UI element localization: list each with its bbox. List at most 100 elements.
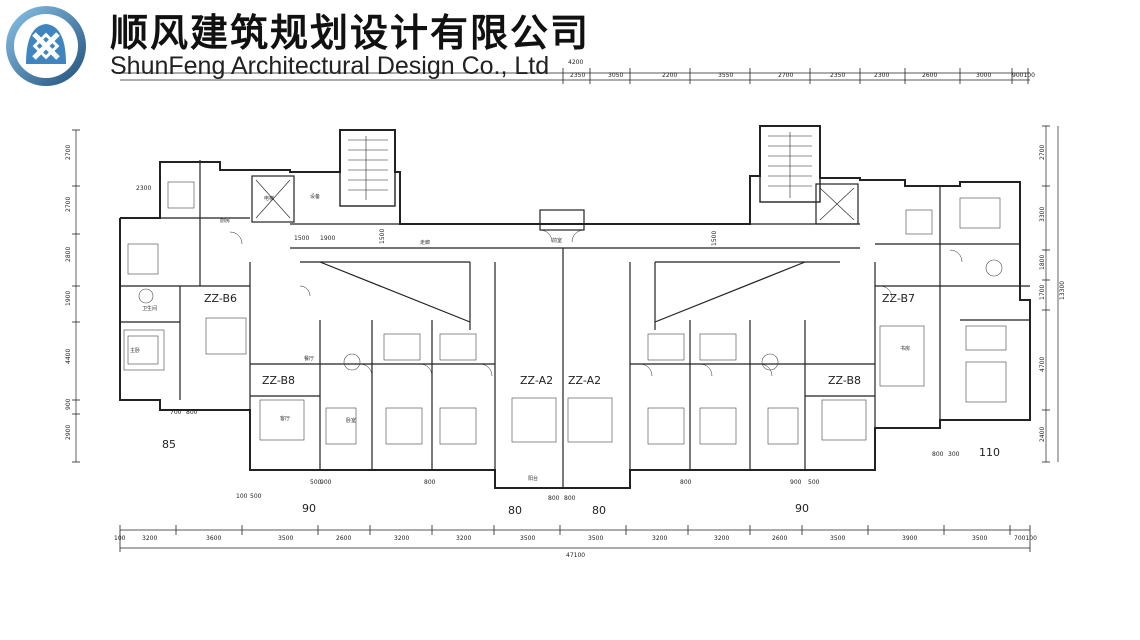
bottom-dim: 3500 xyxy=(830,535,845,542)
small-dim: 1900 xyxy=(320,235,335,242)
top-dim: 3000 xyxy=(976,72,991,79)
top-dim: 900100 xyxy=(1012,72,1035,79)
small-dim: 300 xyxy=(948,451,960,458)
left-dim: 2700 xyxy=(65,197,72,212)
bottom-dim: 2600 xyxy=(336,535,351,542)
company-logo xyxy=(6,6,86,86)
dimension-ticks xyxy=(72,68,1050,552)
room-label: 设备 xyxy=(310,193,320,200)
small-dim: 900 xyxy=(790,479,802,486)
small-dims: 2300 1500 1900 1500 1500 700 800 800 800… xyxy=(136,185,960,502)
small-dim: 500 xyxy=(808,479,820,486)
right-dims: 2700 3300 1800 1700 4700 2400 13300 xyxy=(1039,145,1066,442)
bottom-dim: 3500 xyxy=(588,535,603,542)
bottom-dim: 3200 xyxy=(714,535,729,542)
small-dim: 800 xyxy=(564,495,576,502)
door-swings xyxy=(229,229,963,377)
left-dim: 2900 xyxy=(65,425,72,440)
unit-tag: ZZ-B6 xyxy=(204,292,237,305)
room-label: 卫生间 xyxy=(142,305,157,312)
top-dim: 4200 xyxy=(568,59,583,66)
right-dim: 2700 xyxy=(1039,145,1046,160)
unit-tag: ZZ-B8 xyxy=(262,374,295,387)
room-label: 客厅 xyxy=(280,415,290,422)
small-dim: 900 xyxy=(320,479,332,486)
top-dim: 2350 xyxy=(830,72,845,79)
unit-area: 110 xyxy=(979,446,1000,459)
small-dim: 2300 xyxy=(136,185,151,192)
unit-area: 85 xyxy=(162,438,176,451)
bottom-dim: 100 xyxy=(114,535,126,542)
small-dim: 1500 xyxy=(711,231,718,246)
room-label: 卧室 xyxy=(346,417,356,424)
top-dim: 2300 xyxy=(874,72,889,79)
bottom-dim: 3200 xyxy=(142,535,157,542)
bottom-dim: 3900 xyxy=(902,535,917,542)
top-dim: 2700 xyxy=(778,72,793,79)
unit-area: 80 xyxy=(592,504,606,517)
small-dim: 800 xyxy=(186,409,198,416)
left-dim: 2700 xyxy=(65,145,72,160)
building-outline xyxy=(119,125,1031,489)
room-label: 走廊 xyxy=(420,239,430,246)
room-label: 阳台 xyxy=(528,475,538,482)
room-labels: 客厅 卧室 主卧 厨房 卫生间 餐厅 阳台 电梯 前室 走廊 设备 书房 xyxy=(130,193,910,482)
room-label: 主卧 xyxy=(130,347,140,354)
unit-area: 80 xyxy=(508,504,522,517)
bottom-dim: 3200 xyxy=(456,535,471,542)
left-dims: 2700 2700 2800 1900 4400 900 2900 xyxy=(65,145,72,440)
small-dim: 800 xyxy=(424,479,436,486)
unit-tag: ZZ-B8 xyxy=(828,374,861,387)
room-label: 前室 xyxy=(552,237,562,244)
small-dim: 100 xyxy=(236,493,248,500)
bottom-dim: 3200 xyxy=(394,535,409,542)
small-dim: 500 xyxy=(310,479,322,486)
bottom-total-dim: 47100 xyxy=(566,552,585,559)
right-dim: 3300 xyxy=(1039,207,1046,222)
top-dim: 2200 xyxy=(662,72,677,79)
left-dim: 4400 xyxy=(65,349,72,364)
top-dim: 2600 xyxy=(922,72,937,79)
bottom-dim: 3500 xyxy=(278,535,293,542)
unit-tag: ZZ-A2 xyxy=(568,374,601,387)
top-dim: 2350 xyxy=(570,72,585,79)
dimension-lines xyxy=(75,72,1059,549)
right-dim: 2400 xyxy=(1039,427,1046,442)
small-dim: 1500 xyxy=(294,235,309,242)
unit-tag: ZZ-A2 xyxy=(520,374,553,387)
left-dim: 900 xyxy=(65,398,72,410)
right-total-dim: 13300 xyxy=(1059,281,1066,300)
small-dim: 700 xyxy=(170,409,182,416)
unit-tag: ZZ-B7 xyxy=(882,292,915,305)
bottom-dim: 3600 xyxy=(206,535,221,542)
bottom-dim: 3500 xyxy=(520,535,535,542)
furniture xyxy=(123,181,1007,445)
room-label: 厨房 xyxy=(220,217,230,224)
small-dim: 500 xyxy=(250,493,262,500)
right-dim: 1700 xyxy=(1039,285,1046,300)
top-dim: 3550 xyxy=(718,72,733,79)
bottom-dim: 3200 xyxy=(652,535,667,542)
left-dim: 1900 xyxy=(65,291,72,306)
small-dim: 800 xyxy=(680,479,692,486)
small-dim: 1500 xyxy=(379,229,386,244)
right-dim: 4700 xyxy=(1039,357,1046,372)
room-label: 餐厅 xyxy=(304,355,314,362)
unit-area: 90 xyxy=(795,502,809,515)
bottom-dim: 2600 xyxy=(772,535,787,542)
interior-walls xyxy=(120,160,1030,488)
right-dim: 1800 xyxy=(1039,255,1046,270)
company-name-cn: 顺风建筑规划设计有限公司 xyxy=(110,11,591,55)
small-dim: 800 xyxy=(932,451,944,458)
room-label: 书房 xyxy=(900,345,910,352)
stair-treads xyxy=(255,132,855,221)
bottom-dim: 700100 xyxy=(1014,535,1037,542)
room-label: 电梯 xyxy=(264,195,274,202)
top-dim: 3050 xyxy=(608,72,623,79)
company-name-en: ShunFeng Architectural Design Co., Ltd xyxy=(110,52,550,80)
unit-area: 90 xyxy=(302,502,316,515)
small-dim: 800 xyxy=(548,495,560,502)
left-dim: 2800 xyxy=(65,247,72,262)
bottom-dim: 3500 xyxy=(972,535,987,542)
